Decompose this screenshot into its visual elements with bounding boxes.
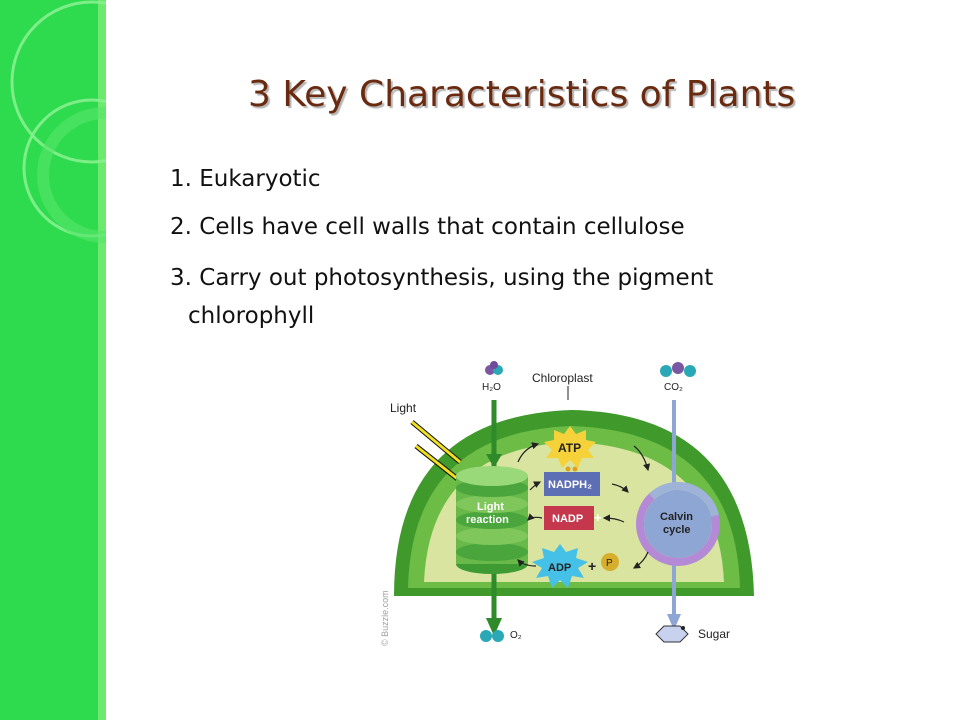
label-light-reaction-2: reaction (466, 514, 509, 526)
nadph2-badge (544, 472, 600, 496)
point-cell-walls: 2. Cells have cell walls that contain ce… (170, 214, 685, 240)
atp-badge (544, 426, 596, 468)
o2-molecule-icon (480, 630, 504, 642)
decorative-circles (10, 0, 106, 243)
label-nadp-plus: + (594, 510, 602, 525)
slide-title: 3 Key Characteristics of Plants (248, 74, 796, 115)
label-light-reaction-1: Light (477, 501, 504, 513)
label-adp: ADP (548, 562, 571, 574)
nadp-badge (544, 506, 594, 530)
sugar-molecule-icon (655, 625, 689, 643)
label-chloroplast: Chloroplast (532, 371, 593, 385)
label-co2: CO₂ (664, 382, 683, 393)
co2-molecule-icon (660, 362, 696, 377)
band-edge-stripe (98, 0, 106, 720)
label-h2o: H₂O (482, 382, 501, 393)
credit-text: © Buzzle.com (380, 590, 390, 646)
adp-badge (532, 544, 588, 588)
label-nadph2: NADPH₂ (548, 479, 592, 491)
calvin-cycle (636, 482, 720, 566)
point-chlorophyll: chlorophyll (188, 303, 315, 329)
label-calvin-1: Calvin (660, 511, 693, 523)
label-nadp: NADP (552, 513, 583, 525)
label-sugar: Sugar (698, 627, 730, 641)
label-light: Light (390, 401, 417, 415)
photosynthesis-diagram: H₂O Chloroplast CO₂ Light ATP NADPH₂ NAD… (380, 361, 754, 646)
label-atp: ATP (558, 441, 581, 455)
thylakoid-stack (456, 466, 528, 574)
point-photosynthesis: 3. Carry out photosynthesis, using the p… (170, 265, 714, 291)
label-o2: O₂ (510, 630, 522, 641)
label-adp-plus: + (588, 558, 596, 574)
h2o-molecule-icon (485, 361, 503, 375)
phosphate-icon (601, 553, 619, 571)
label-p: P (606, 558, 613, 569)
point-eukaryotic: 1. Eukaryotic (170, 166, 321, 192)
label-calvin-2: cycle (663, 524, 691, 536)
